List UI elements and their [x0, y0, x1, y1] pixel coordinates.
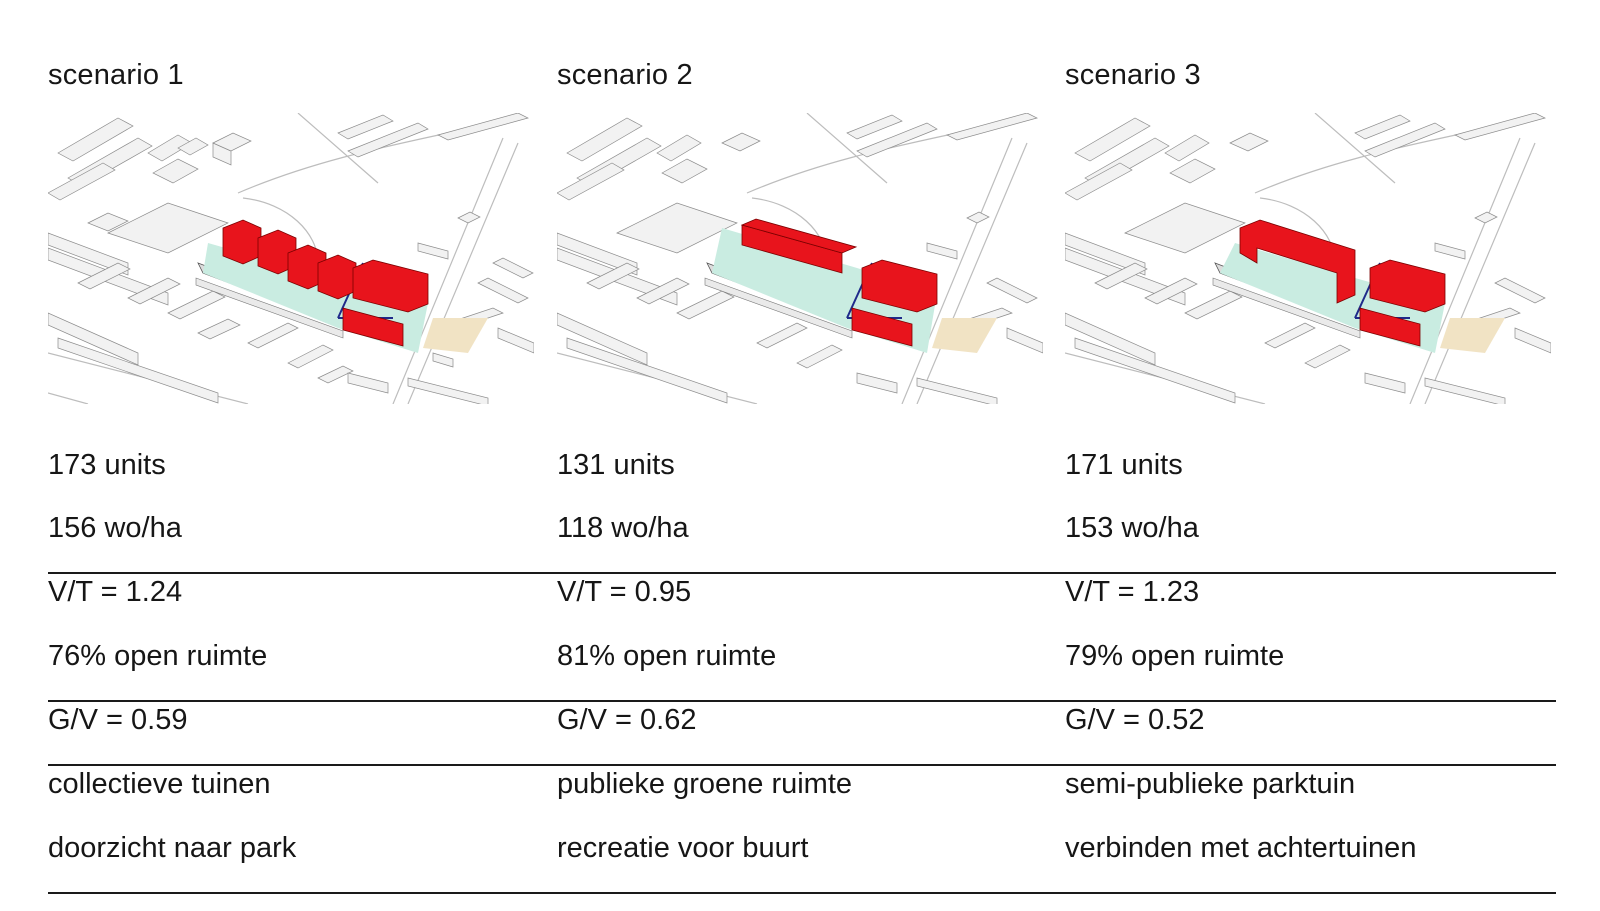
scenario-3-quality: verbinden met achtertuinen [1065, 832, 1417, 864]
sand-plot [932, 318, 997, 353]
density-row: 156 wo/ha 118 wo/ha 153 wo/ha [48, 498, 1556, 558]
scenario-1-density: 156 wo/ha [48, 512, 182, 544]
divider [48, 572, 1556, 574]
open-space-row: 76% open ruimte 81% open ruimte 79% open… [48, 626, 1556, 686]
scenario-2-green-type: publieke groene ruimte [557, 768, 853, 800]
scenario-3-open-space: 79% open ruimte [1065, 640, 1285, 672]
new-buildings [1239, 219, 1446, 347]
scenario-1-map [48, 113, 534, 404]
scenario-3-units: 171 units [1065, 449, 1183, 481]
scenario-1-title: scenario 1 [48, 59, 184, 91]
scenario-1-vt: V/T = 1.24 [48, 576, 183, 608]
scenario-2-units: 131 units [557, 449, 675, 481]
scenario-1-quality: doorzicht naar park [48, 832, 297, 864]
scenario-1-gv: G/V = 0.59 [48, 704, 188, 736]
sand-plot [423, 318, 488, 353]
vt-row: V/T = 1.24 V/T = 0.95 V/T = 1.23 [48, 562, 1556, 622]
scenario-2-title: scenario 2 [557, 59, 693, 91]
new-buildings [740, 218, 938, 347]
new-buildings [222, 219, 429, 347]
green-type-row: collectieve tuinen publieke groene ruimt… [48, 754, 1556, 814]
scenario-3-density: 153 wo/ha [1065, 512, 1199, 544]
scenario-2-open-space: 81% open ruimte [557, 640, 777, 672]
scenario-2-vt: V/T = 0.95 [557, 576, 692, 608]
scenario-3-axonometric-drawing [1065, 113, 1551, 404]
scenario-3-gv: G/V = 0.52 [1065, 704, 1205, 736]
existing-context [1065, 113, 1551, 404]
sand-plot [1440, 318, 1505, 353]
quality-row: doorzicht naar park recreatie voor buurt… [48, 818, 1556, 878]
scenario-3-title: scenario 3 [1065, 59, 1201, 91]
scenario-2-gv: G/V = 0.62 [557, 704, 697, 736]
scenario-2-map [557, 113, 1043, 404]
scenario-3-vt: V/T = 1.23 [1065, 576, 1200, 608]
scenario-1-green-type: collectieve tuinen [48, 768, 271, 800]
scenario-3-map [1065, 113, 1551, 404]
divider [48, 700, 1556, 702]
gv-row: G/V = 0.59 G/V = 0.62 G/V = 0.52 [48, 690, 1556, 750]
scenario-3-green-type: semi-publieke parktuin [1065, 768, 1356, 800]
scenario-2-axonometric-drawing [557, 113, 1043, 404]
scenario-2-quality: recreatie voor buurt [557, 832, 809, 864]
scenario-2-density: 118 wo/ha [557, 512, 689, 544]
scenario-1-open-space: 76% open ruimte [48, 640, 268, 672]
existing-context [557, 113, 1043, 404]
scenario-1-axonometric-drawing [48, 113, 534, 404]
divider [48, 764, 1556, 766]
divider [48, 892, 1556, 894]
units-row: 173 units 131 units 171 units [48, 435, 1556, 495]
scenario-1-units: 173 units [48, 449, 166, 481]
